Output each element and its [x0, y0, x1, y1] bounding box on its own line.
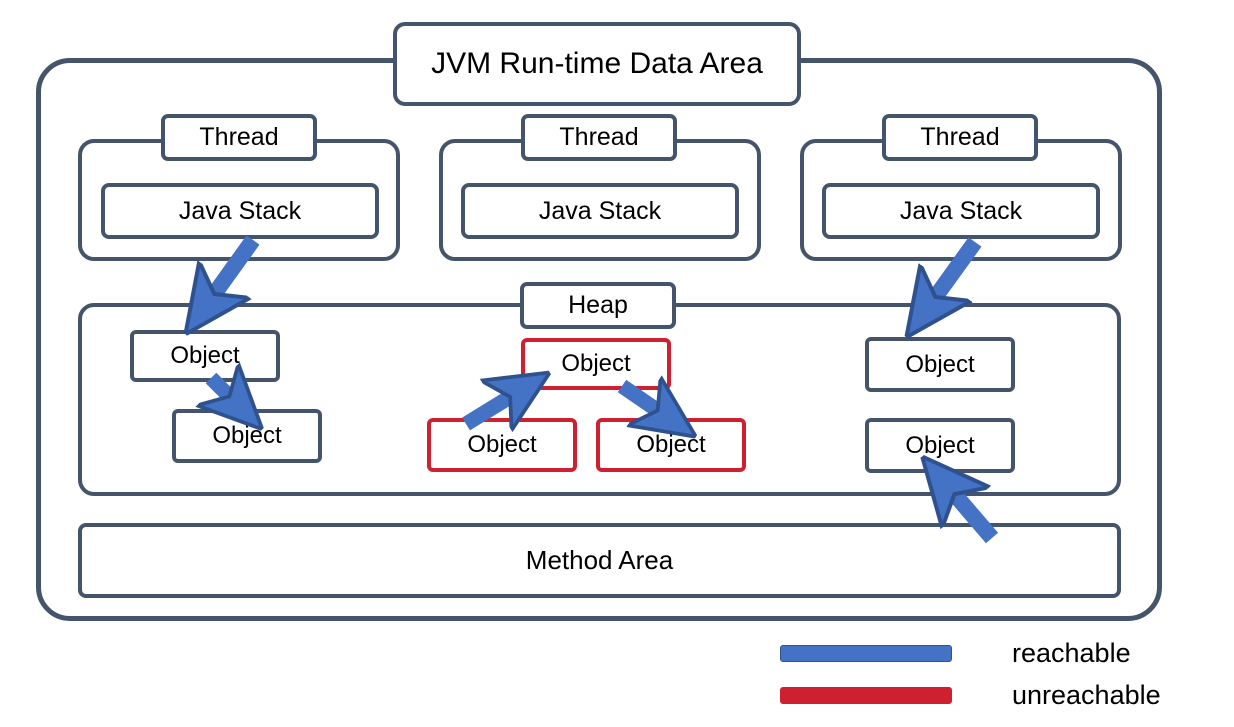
heap-object-left-1: Object: [130, 330, 280, 382]
java-stack-3: Java Stack: [822, 183, 1100, 239]
legend-label-reachable: reachable: [1012, 637, 1131, 668]
jvm-runtime-data-area-title: JVM Run-time Data Area: [393, 22, 801, 106]
heap-object-middle-top: Object: [521, 338, 671, 390]
heap-object-left-2: Object: [172, 409, 322, 463]
legend-item-unreachable: unreachable: [780, 678, 1200, 712]
java-stack-2: Java Stack: [461, 183, 739, 239]
legend-swatch-reachable: [780, 644, 952, 662]
heap-object-middle-bottom-left: Object: [427, 418, 577, 472]
legend-item-reachable: reachable: [780, 636, 1200, 670]
heap-object-right-2: Object: [865, 418, 1015, 473]
heap-object-right-1: Object: [865, 337, 1015, 392]
legend-swatch-unreachable: [780, 686, 952, 704]
legend: reachable unreachable: [780, 636, 1200, 720]
thread-label-3: Thread: [882, 114, 1038, 161]
heap-object-middle-bottom-right: Object: [596, 418, 746, 472]
legend-label-unreachable: unreachable: [1012, 679, 1161, 710]
thread-label-2: Thread: [521, 114, 677, 161]
thread-label-1: Thread: [161, 114, 317, 161]
java-stack-1: Java Stack: [101, 183, 379, 239]
method-area: Method Area: [78, 523, 1121, 598]
heap-label: Heap: [520, 282, 676, 329]
